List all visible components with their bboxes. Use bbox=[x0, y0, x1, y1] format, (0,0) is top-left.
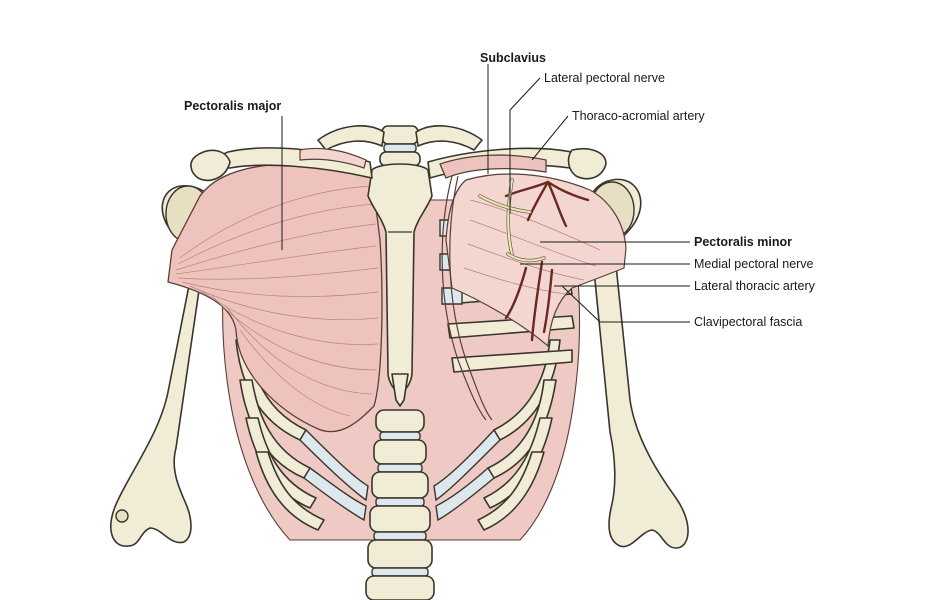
leader-lines bbox=[281, 64, 690, 323]
vertebral-column bbox=[365, 125, 435, 600]
pectoralis-major-muscle bbox=[167, 163, 383, 433]
label-thoraco-acromial-artery: Thoraco-acromial artery bbox=[572, 109, 705, 123]
leader-thoraco-acromial-artery bbox=[531, 115, 569, 161]
labels: Pectoralis major Subclavius Lateral pect… bbox=[184, 51, 816, 329]
label-lateral-thoracic-artery: Lateral thoracic artery bbox=[694, 279, 816, 293]
neurovascular-bundle bbox=[478, 178, 590, 342]
label-medial-pectoral-nerve: Medial pectoral nerve bbox=[694, 257, 814, 271]
label-clavipectoral-fascia: Clavipectoral fascia bbox=[694, 315, 802, 329]
label-subclavius: Subclavius bbox=[480, 51, 546, 65]
first-ribs bbox=[299, 125, 483, 169]
label-pectoralis-major: Pectoralis major bbox=[184, 99, 281, 113]
label-pectoralis-minor: Pectoralis minor bbox=[694, 235, 792, 249]
sternum bbox=[367, 163, 433, 407]
leader-clavipectoral-fascia bbox=[561, 285, 690, 323]
label-lateral-pectoral-nerve: Lateral pectoral nerve bbox=[544, 71, 665, 85]
leader-lateral-pectoral-nerve bbox=[509, 77, 541, 214]
